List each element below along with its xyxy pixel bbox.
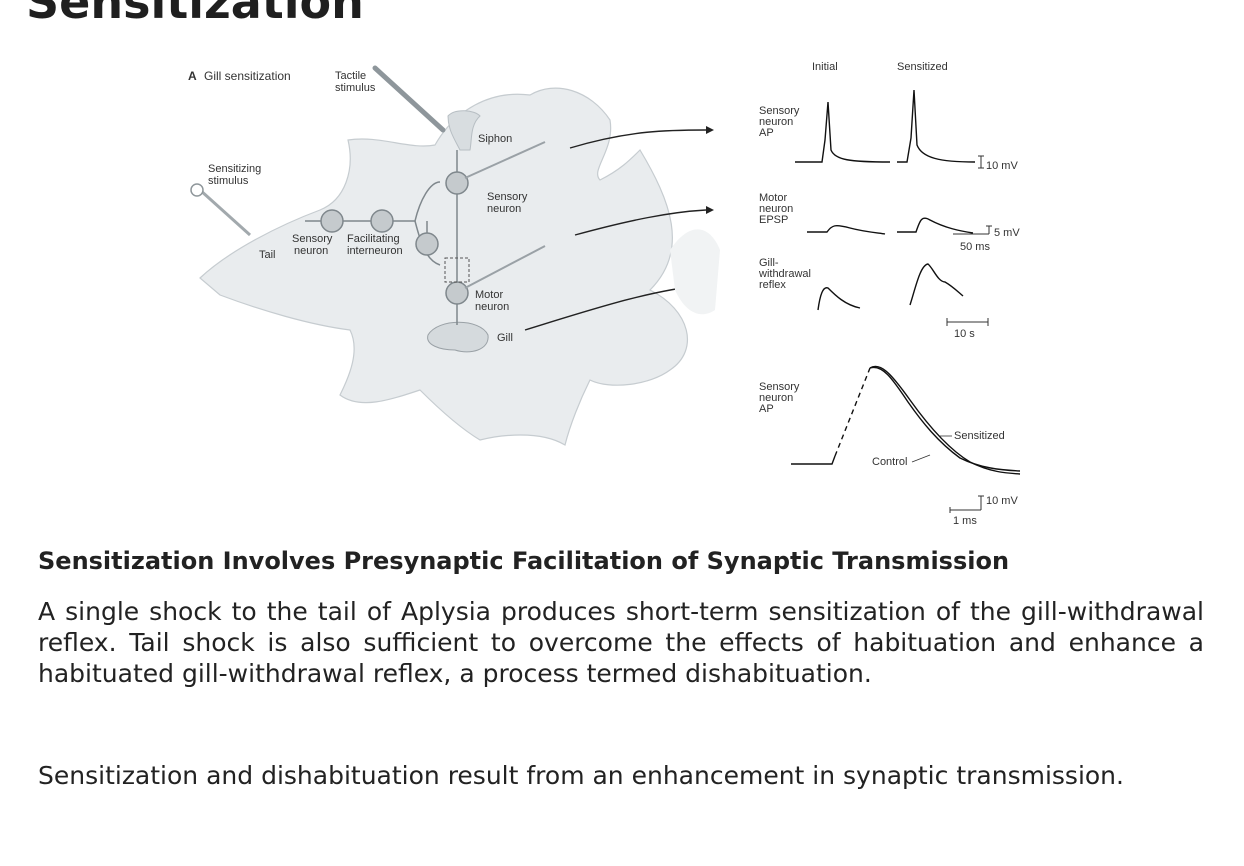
tactile-label-1: Tactile — [335, 70, 366, 82]
epsp-trace-sensitized — [897, 218, 973, 233]
ap-trace-initial — [795, 102, 890, 162]
interneuron-soma — [416, 233, 438, 255]
panel-label: A — [188, 69, 197, 83]
scale-10s: 10 s — [954, 328, 975, 340]
gill-shape — [428, 322, 489, 352]
interneuron-label-1: Facilitating — [347, 233, 400, 245]
control-curve-label: Control — [872, 456, 907, 468]
ap-row-label-3: AP — [759, 127, 774, 139]
slide-title: Sensitization — [26, 0, 364, 30]
sensory-neuron-soma — [446, 172, 468, 194]
reflex-trace-sensitized — [910, 264, 963, 305]
ap-trace-sensitized — [897, 90, 975, 162]
epsp-row-label-3: EPSP — [759, 214, 788, 226]
reflex-trace-initial — [818, 288, 860, 310]
panel-title: Gill sensitization — [204, 69, 291, 83]
aplysia-body — [200, 88, 687, 445]
sensitized-curve-label: Sensitized — [954, 430, 1005, 442]
tail-label: Tail — [259, 249, 276, 261]
interneuron-label-2: interneuron — [347, 245, 403, 257]
tail-sensory-label-2: neuron — [294, 245, 328, 257]
sensitizing-label-2: stimulus — [208, 175, 249, 187]
paragraph-tail-shock: A single shock to the tail of Aplysia pr… — [38, 596, 1204, 689]
section-heading: Sensitization Involves Presynaptic Facil… — [38, 546, 1218, 576]
figure-svg: A Gill sensitization Tactile stimulus Si… — [170, 50, 1050, 530]
tactile-probe — [375, 68, 443, 130]
tail-sensory-neuron-soma — [321, 210, 343, 232]
facilitating-interneuron-soma — [371, 210, 393, 232]
sensory-neuron-label-1: Sensory — [487, 191, 528, 203]
reflex-row-label-3: reflex — [759, 279, 786, 291]
scale-50ms: 50 ms — [960, 241, 990, 253]
sensitizing-probe — [200, 190, 250, 235]
tactile-label-2: stimulus — [335, 82, 376, 94]
epsp-trace-initial — [807, 226, 885, 234]
motor-neuron-soma — [446, 282, 468, 304]
gill-sensitization-figure: A Gill sensitization Tactile stimulus Si… — [170, 50, 1050, 530]
paragraph-synaptic-enhancement: Sensitization and dishabituation result … — [38, 760, 1204, 791]
scale-10mv-lower: 10 mV — [986, 495, 1018, 507]
motor-neuron-label-1: Motor — [475, 289, 503, 301]
motor-neuron-label-2: neuron — [475, 301, 509, 313]
lower-ap-control — [791, 456, 835, 464]
sensory-neuron-label-2: neuron — [487, 203, 521, 215]
lower-row-label-3: AP — [759, 403, 774, 415]
gill-label: Gill — [497, 332, 513, 344]
tail-sensory-label-1: Sensory — [292, 233, 333, 245]
col-initial-label: Initial — [812, 61, 838, 73]
scale-10mv-upper: 10 mV — [986, 160, 1018, 172]
scale-1ms: 1 ms — [953, 515, 977, 527]
scale-5mv: 5 mV — [994, 227, 1020, 239]
col-sensitized-label: Sensitized — [897, 61, 948, 73]
sensitizing-label-1: Sensitizing — [208, 163, 261, 175]
lower-ap-dashed — [835, 368, 870, 456]
siphon-label: Siphon — [478, 133, 512, 145]
